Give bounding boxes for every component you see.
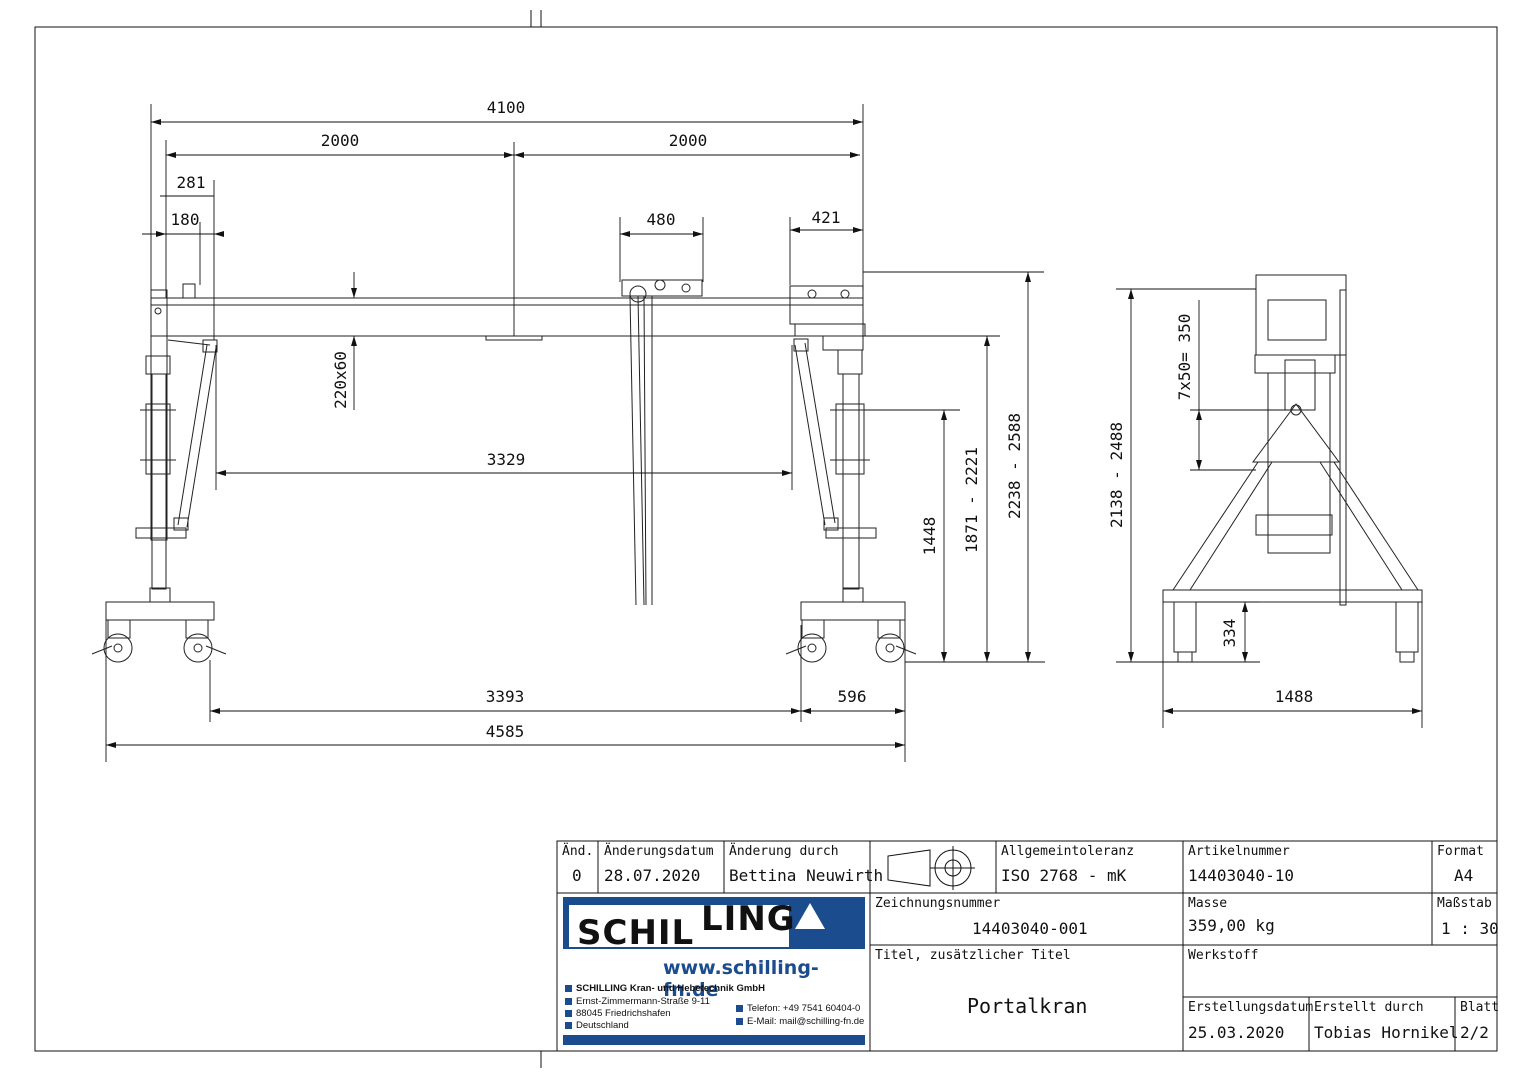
dim-2000-right: 2000 — [669, 131, 708, 150]
bullet-icon — [565, 997, 572, 1005]
scale-value: 1 : 30 — [1441, 919, 1499, 938]
article-number-value: 14403040-10 — [1188, 866, 1294, 885]
company-country-text: Deutschland — [576, 1020, 629, 1031]
dim-3329: 3329 — [487, 450, 526, 469]
format-value: A4 — [1454, 866, 1474, 885]
company-name: SCHILLING Kran- und Hebetechnik GmbH — [565, 983, 765, 994]
company-website: www.schilling-fn.de — [663, 957, 819, 1001]
bullet-icon — [736, 1017, 743, 1025]
bullet-icon — [736, 1004, 743, 1012]
logo-bottom-bar — [563, 1035, 865, 1045]
logo-text-part2: LING — [701, 899, 796, 939]
title-value: Portalkran — [967, 994, 1088, 1018]
title-block-grid — [556, 840, 1498, 1052]
dim-1488: 1488 — [1275, 687, 1314, 706]
dim-220x60: 220x60 — [331, 351, 350, 409]
dim-7x50-350: 7x50= 350 — [1175, 314, 1194, 401]
company-street: Ernst-Zimmermann-Straße 9-11 — [565, 996, 710, 1007]
dim-1448: 1448 — [920, 517, 939, 556]
material-label: Werkstoff — [1188, 948, 1259, 963]
drawing-number-value: 14403040-001 — [972, 919, 1088, 938]
dim-4585: 4585 — [486, 722, 525, 741]
dim-2000-left: 2000 — [321, 131, 360, 150]
company-email: E-Mail: mail@schilling-fn.de — [736, 1016, 864, 1027]
dim-1871-2221: 1871 - 2221 — [962, 447, 981, 553]
dim-480: 480 — [647, 210, 676, 229]
drawing-number-label: Zeichnungsnummer — [875, 896, 1001, 911]
dim-334: 334 — [1220, 619, 1239, 648]
scale-label: Maßstab — [1437, 896, 1492, 911]
company-email-text: E-Mail: mail@schilling-fn.de — [747, 1016, 865, 1027]
front-view-dimension-lines — [105, 104, 1045, 762]
format-label: Format — [1437, 844, 1484, 859]
front-view-arrows — [106, 119, 1031, 748]
dim-180: 180 — [171, 210, 200, 229]
dim-421: 421 — [812, 208, 841, 227]
company-country: Deutschland — [565, 1020, 629, 1031]
side-view-arrows — [1128, 289, 1422, 714]
mass-value: 359,00 kg — [1188, 916, 1275, 935]
tolerance-value: ISO 2768 - mK — [1001, 866, 1127, 885]
created-by-value: Tobias Hornikel — [1314, 1023, 1459, 1042]
company-logo-block: SCHIL LING www.schilling-fn.de SCHILLING… — [563, 897, 865, 1047]
bullet-icon — [565, 1021, 572, 1029]
created-by-label: Erstellt durch — [1314, 1000, 1424, 1015]
dimension-labels: 4100 2000 2000 281 180 480 421 220x60 33… — [171, 98, 1314, 741]
company-city-text: 88045 Friedrichshafen — [576, 1008, 671, 1019]
company-city: 88045 Friedrichshafen — [565, 1008, 671, 1019]
dim-2138-2488: 2138 - 2488 — [1107, 422, 1126, 528]
dim-2238-2588: 2238 - 2588 — [1005, 413, 1024, 519]
tolerance-label: Allgemeintoleranz — [1001, 844, 1135, 859]
revision-label: Änd. — [562, 844, 594, 859]
company-street-text: Ernst-Zimmermann-Straße 9-11 — [576, 996, 710, 1007]
sheet-value: 2/2 — [1460, 1023, 1489, 1042]
company-phone: Telefon: +49 7541 60404-0 — [736, 1003, 860, 1014]
change-date-label: Änderungsdatum — [604, 844, 714, 859]
dim-3393: 3393 — [486, 687, 525, 706]
bullet-icon — [565, 984, 572, 992]
dim-281: 281 — [177, 173, 206, 192]
mass-label: Masse — [1188, 896, 1228, 911]
changed-by-value: Bettina Neuwirth — [729, 866, 884, 885]
revision-value: 0 — [572, 866, 582, 885]
dim-596: 596 — [838, 687, 867, 706]
company-name-text: SCHILLING Kran- und Hebetechnik GmbH — [576, 983, 765, 994]
front-view-crane — [91, 279, 917, 663]
side-view-crane — [1162, 274, 1423, 663]
changed-by-label: Änderung durch — [729, 844, 839, 859]
company-phone-text: Telefon: +49 7541 60404-0 — [747, 1003, 861, 1014]
sheet-label: Blatt — [1460, 1000, 1500, 1015]
title-label: Titel, zusätzlicher Titel — [875, 948, 1071, 963]
article-number-label: Artikelnummer — [1188, 844, 1290, 859]
change-date-value: 28.07.2020 — [604, 866, 701, 885]
creation-date-value: 25.03.2020 — [1188, 1023, 1285, 1042]
logo-text-part1: SCHIL — [577, 913, 695, 953]
dim-4100: 4100 — [487, 98, 526, 117]
logo-triangle-icon — [795, 903, 825, 929]
bullet-icon — [565, 1009, 572, 1017]
logo-white-panel — [569, 905, 789, 947]
creation-date-label: Erstellungsdatum — [1188, 1000, 1314, 1015]
